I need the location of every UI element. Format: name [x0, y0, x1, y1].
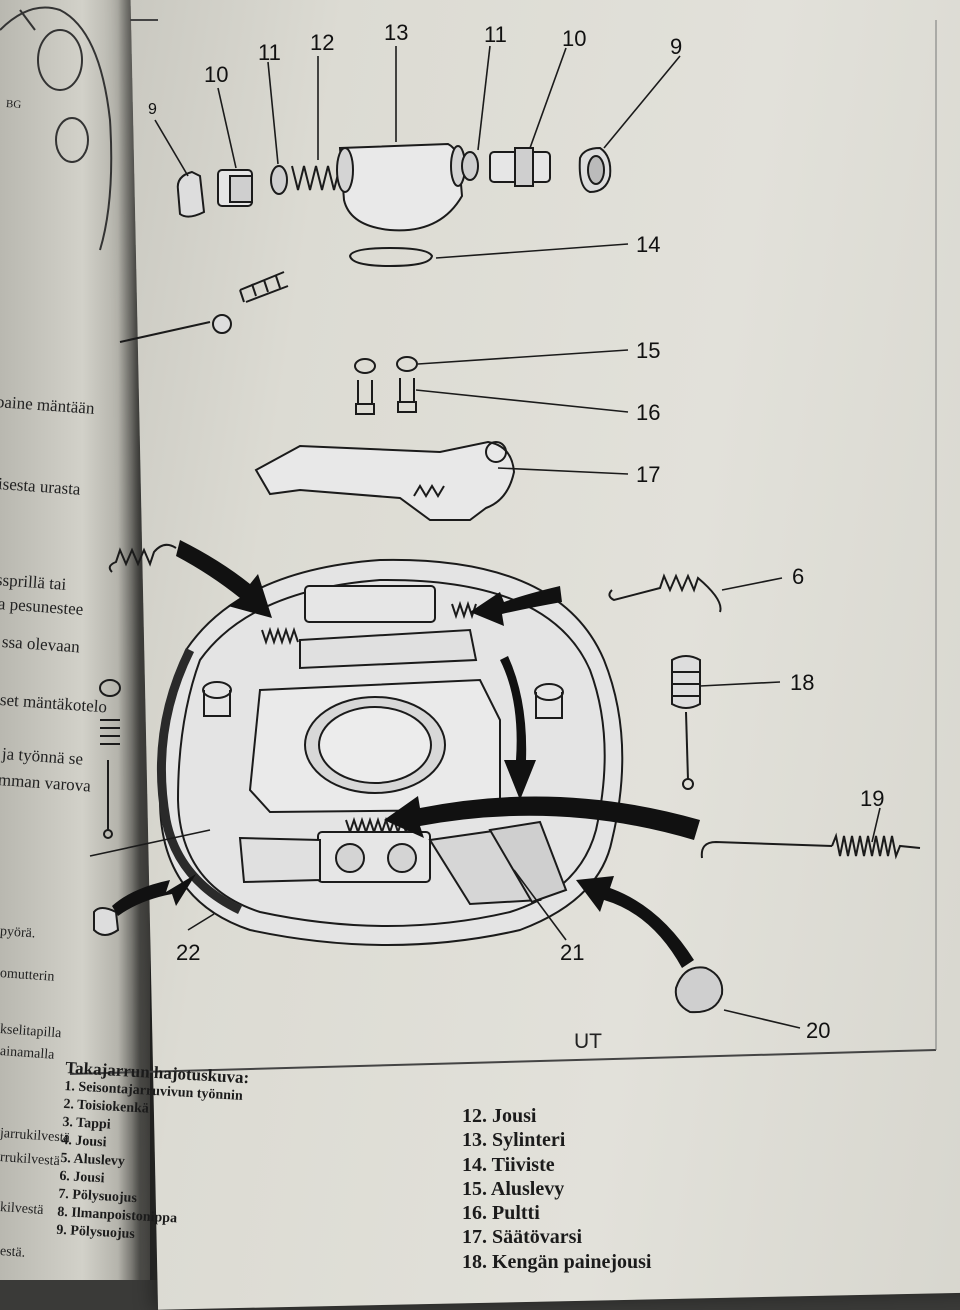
callout-11-left: 11 [258, 40, 281, 65]
callout-16: 16 [636, 400, 661, 425]
callout-12: 12 [310, 30, 335, 55]
callout-9-left: 9 [148, 101, 157, 118]
figure-border [69, 1049, 937, 1075]
callout-18: 18 [790, 670, 815, 695]
left-page-drawing [0, 6, 113, 251]
figure-caption: Takajarrun hajotuskuva: 1. Seisontajarru… [56, 1058, 446, 1261]
callout-21: 21 [560, 940, 585, 965]
seal-ring [348, 246, 434, 268]
callout-14: 14 [636, 232, 661, 257]
legend-list: 12. Jousi 13. Sylinteri 14. Tiiviste 15.… [462, 1104, 882, 1274]
legend-item: 17. Säätövarsi [462, 1226, 582, 1249]
adjuster-lever [254, 440, 516, 521]
legend-item: 18. Kengän painejousi [462, 1250, 652, 1273]
callout-10-right: 10 [562, 26, 587, 51]
callout-6: 6 [792, 564, 805, 589]
left-facing-page: BG paine mäntään isesta urasta ssprillä … [0, 0, 150, 1280]
legend-item: 12. Jousi [462, 1105, 537, 1127]
callout-15: 15 [636, 338, 661, 363]
brake-diagram [69, 19, 937, 1075]
exploded-view-figure: 9 10 11 12 13 11 10 9 14 15 16 17 6 18 1… [69, 19, 937, 1075]
callout-11-right: 11 [484, 22, 507, 47]
callout-22: 22 [176, 940, 201, 965]
callout-20: 20 [806, 1018, 831, 1043]
leader-lines [89, 45, 881, 1029]
legend-item: 14. Tiiviste [462, 1153, 555, 1176]
callout-17: 17 [636, 462, 661, 487]
callout-19: 19 [860, 786, 885, 811]
direction-arrows [112, 540, 700, 968]
figure-stamp: UT [574, 1030, 602, 1053]
callout-13: 13 [384, 20, 409, 45]
legend-item: 16. Pultti [462, 1202, 540, 1225]
callout-9-right: 9 [670, 34, 683, 59]
legend-item: 13. Sylinteri [462, 1129, 566, 1152]
legend-item: 15. Aluslevy [462, 1177, 565, 1200]
cylinder-exploded-row [176, 142, 612, 232]
callout-10-left: 10 [204, 62, 229, 87]
